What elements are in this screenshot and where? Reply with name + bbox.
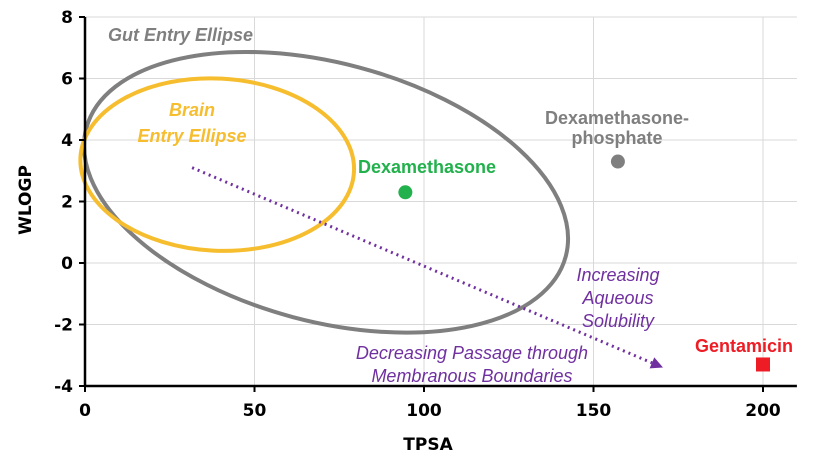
arrow-head xyxy=(649,357,663,369)
y-tick-label: 8 xyxy=(61,8,73,28)
x-tick-label: 100 xyxy=(406,401,442,421)
brain-ellipse-label-line1: Brain xyxy=(169,100,215,120)
x-axis-label: TPSA xyxy=(403,435,453,455)
gentamicin-point xyxy=(756,357,770,372)
brain-entry-ellipse xyxy=(78,76,357,253)
dexamethasone-phosphate-label-line1: Dexamethasone- xyxy=(545,108,689,128)
dexamethasone-point xyxy=(398,185,413,200)
solubility-annotation-line3: Solubility xyxy=(582,311,655,331)
y-tick-label: 6 xyxy=(61,70,73,90)
y-tick-label: -2 xyxy=(54,316,73,336)
x-tick-label: 0 xyxy=(79,401,91,421)
solubility-annotation-line2: Aqueous xyxy=(581,288,653,308)
points xyxy=(398,154,770,372)
passage-annotation-line2: Membranous Boundaries xyxy=(371,366,572,386)
solubility-annotation-line1: Increasing xyxy=(576,265,659,285)
trend-arrow xyxy=(191,166,663,369)
y-tick-label: 2 xyxy=(61,193,73,213)
brain-ellipse-label-line2: Entry Ellipse xyxy=(137,126,246,146)
x-tick-label: 200 xyxy=(745,401,781,421)
dexamethasone-phosphate-point xyxy=(610,154,625,169)
gentamicin-label: Gentamicin xyxy=(695,336,793,356)
y-tick-label: 4 xyxy=(61,131,73,151)
y-axis-label: WLOGP xyxy=(16,165,36,235)
y-tick-label: -4 xyxy=(54,377,73,397)
dexamethasone-phosphate-label-line2: phosphate xyxy=(571,128,662,148)
x-tick-label: 150 xyxy=(576,401,612,421)
x-tick-label: 50 xyxy=(243,401,267,421)
passage-annotation-line1: Decreasing Passage through xyxy=(356,343,588,363)
y-tick-label: 0 xyxy=(61,254,73,274)
ellipses xyxy=(78,49,571,335)
gut-ellipse-label: Gut Entry Ellipse xyxy=(108,25,253,45)
gut-entry-ellipse xyxy=(82,49,571,335)
axes: -4 -2 0 2 4 6 8 0 50 100 150 200 xyxy=(54,8,797,421)
dexamethasone-label: Dexamethasone xyxy=(358,157,496,177)
